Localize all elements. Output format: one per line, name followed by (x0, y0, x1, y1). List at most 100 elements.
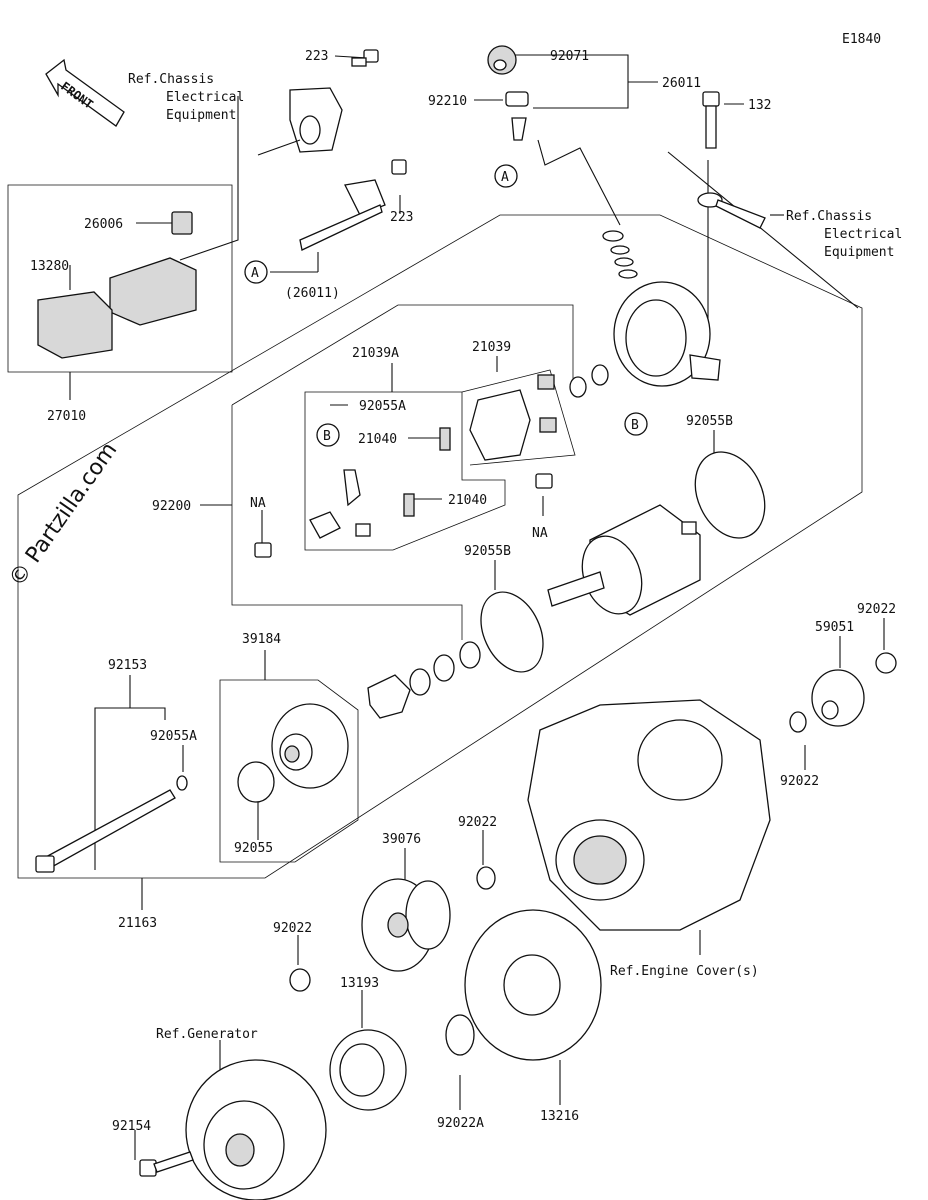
part-label-92022-a[interactable]: 92022 (857, 602, 896, 617)
part-label-13193[interactable]: 13193 (340, 976, 379, 991)
washer-92022-a-icon (875, 652, 897, 674)
part-labels: 223 92071 26011 92210 132 26006 13280 22… (30, 49, 896, 1134)
watermark: © Partzilla.com (4, 438, 122, 591)
callout-a-label: A (251, 266, 259, 281)
part-label-13280[interactable]: 13280 (30, 259, 69, 274)
brush-21040-mid-icon (403, 493, 415, 517)
o-ring-92055-icon (237, 761, 275, 803)
na-label-right: NA (532, 526, 548, 541)
callout-b-left[interactable]: B (316, 423, 340, 447)
starter-end-housing-icon (613, 281, 721, 387)
front-arrow-icon: FRONT (45, 58, 125, 127)
gear-59051-icon (811, 669, 865, 727)
bolt-223-mid-icon (299, 159, 407, 251)
part-label-92022-d[interactable]: 92022 (273, 921, 312, 936)
callout-b-label: B (631, 418, 639, 433)
long-bolt-92153-icon (35, 789, 176, 873)
brush-plate-21039a-icon (309, 469, 371, 539)
part-label-223-mid[interactable]: 223 (390, 210, 413, 225)
relay-13280-icon (37, 291, 113, 359)
ref-generator: Ref.Generator (156, 1027, 258, 1042)
part-label-92153[interactable]: 92153 (108, 658, 147, 673)
clutch-13193-icon (329, 1029, 407, 1111)
o-ring-92055b-right-icon (694, 451, 766, 539)
part-label-26011[interactable]: 26011 (662, 76, 701, 91)
part-label-27010[interactable]: 27010 (47, 409, 86, 424)
starter-motor-body-icon (547, 504, 701, 616)
chassis-bracket-icon (257, 87, 343, 156)
terminal-stud-icon (511, 117, 527, 141)
bolt-132-icon (702, 91, 720, 149)
washer-92022a-icon (445, 1014, 475, 1056)
bolt-92154-icon (139, 1151, 194, 1177)
nut-92210-icon (505, 91, 529, 107)
part-label-92055b-mid[interactable]: 92055B (464, 544, 511, 559)
diagram-code: E1840 (842, 32, 881, 47)
part-label-223-top[interactable]: 223 (305, 49, 328, 64)
lock-plate-icon (367, 674, 411, 719)
part-label-26011-paren[interactable]: (26011) (285, 286, 340, 301)
callout-b-right[interactable]: B (624, 412, 648, 436)
washer-icon (433, 654, 455, 682)
callout-b-label: B (323, 429, 331, 444)
part-label-21039[interactable]: 21039 (472, 340, 511, 355)
washer-icon (459, 641, 481, 669)
part-label-39076[interactable]: 39076 (382, 832, 421, 847)
part-label-92022a[interactable]: 92022A (437, 1116, 484, 1131)
engine-cover-icon (527, 699, 771, 931)
part-label-92055a-left[interactable]: 92055A (150, 729, 197, 744)
part-label-92055a-top[interactable]: 92055A (359, 399, 406, 414)
part-label-92022-c[interactable]: 92022 (458, 815, 497, 830)
part-label-21163[interactable]: 21163 (118, 916, 157, 931)
part-label-92055b-right[interactable]: 92055B (686, 414, 733, 429)
brush-holder-21039-icon (469, 374, 557, 461)
fuse-26006-icon (171, 211, 193, 235)
part-label-92210[interactable]: 92210 (428, 94, 467, 109)
part-label-92200[interactable]: 92200 (152, 499, 191, 514)
washer-icon (569, 376, 587, 398)
brush-21040-top-icon (439, 427, 451, 451)
ref-chassis-right-line2: Electrical (824, 227, 902, 242)
ref-chassis-right-line3: Equipment (824, 245, 894, 260)
part-label-92055[interactable]: 92055 (234, 841, 273, 856)
washer-92022-d-icon (289, 968, 311, 992)
ref-chassis-right: Ref.Chassis Electrical Equipment (786, 209, 902, 260)
part-label-26006[interactable]: 26006 (84, 217, 123, 232)
part-label-21040-mid[interactable]: 21040 (448, 493, 487, 508)
part-label-21039a[interactable]: 21039A (352, 346, 399, 361)
part-label-92071[interactable]: 92071 (550, 49, 589, 64)
washer-92022-b-icon (789, 711, 807, 733)
part-label-39184[interactable]: 39184 (242, 632, 281, 647)
ref-engine-cover: Ref.Engine Cover(s) (610, 964, 759, 979)
o-ring-92055b-mid-icon (480, 591, 544, 673)
ground-terminal-icon (697, 192, 766, 229)
callout-a-label: A (501, 170, 509, 185)
part-label-92154[interactable]: 92154 (112, 1119, 151, 1134)
callout-a-mid[interactable]: A (244, 260, 268, 284)
parts (35, 45, 897, 1200)
bolt-na-right-icon (535, 473, 553, 489)
ref-chassis-top: Ref.Chassis Electrical Equipment (128, 72, 244, 123)
end-cover-39184-icon (271, 703, 349, 789)
gear-39076-icon (361, 878, 451, 972)
ref-chassis-top-line3: Equipment (166, 108, 236, 123)
ref-chassis-top-line1: Ref.Chassis (128, 72, 214, 87)
washer-icon (591, 364, 609, 386)
starter-relay-icon (109, 257, 197, 326)
part-label-59051[interactable]: 59051 (815, 620, 854, 635)
ref-chassis-right-line1: Ref.Chassis (786, 209, 872, 224)
ref-chassis-top-line2: Electrical (166, 90, 244, 105)
callout-a-top[interactable]: A (494, 164, 518, 188)
washer-92022-c-icon (476, 866, 496, 890)
o-ring-92055a-icon (176, 775, 188, 791)
washer-icon (409, 668, 431, 696)
leader-lines (69, 54, 885, 1160)
part-label-13216[interactable]: 13216 (540, 1109, 579, 1124)
generator-rotor-icon (185, 1059, 327, 1200)
spring-stack-icon (602, 230, 638, 279)
part-label-21040-top[interactable]: 21040 (358, 432, 397, 447)
part-label-132[interactable]: 132 (748, 98, 771, 113)
terminal-cap-92071-icon (487, 45, 517, 75)
part-label-92022-b[interactable]: 92022 (780, 774, 819, 789)
